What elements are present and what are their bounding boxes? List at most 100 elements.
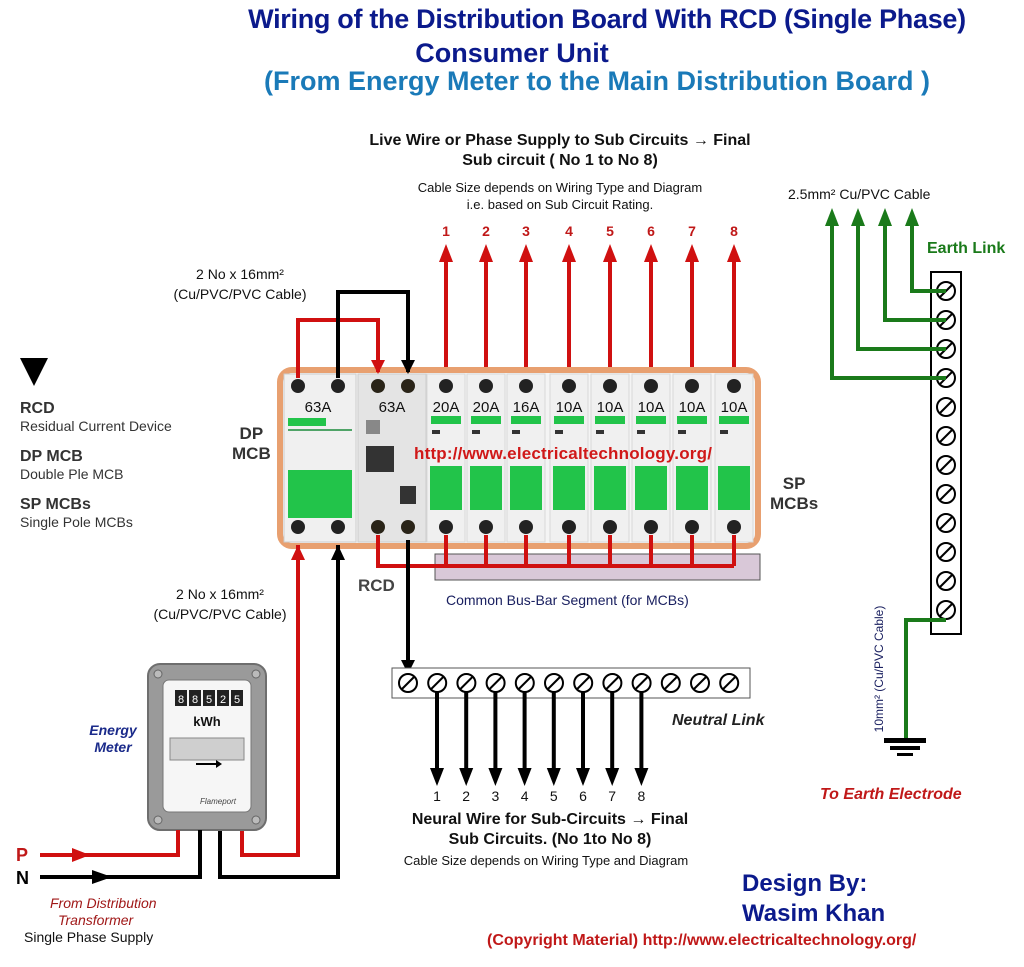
- arrow-down-icon: [401, 660, 415, 674]
- cable-bottom-line-1: 2 No x 16mm²: [176, 586, 264, 602]
- arrow-up-icon: [727, 244, 741, 262]
- arrow-up-icon: [331, 545, 345, 560]
- meter-to-dp-neutral-wire: [218, 545, 340, 879]
- arrow-up-icon: [291, 545, 305, 560]
- supply-from-2: Transformer: [58, 912, 134, 928]
- arrow-up-icon: [825, 208, 839, 226]
- legend: RCD Residual Current Device DP MCB Doubl…: [20, 400, 172, 530]
- rcd-test-button: [400, 486, 416, 504]
- earth-wire: [830, 222, 946, 380]
- supply-live-wire: [40, 830, 180, 857]
- arrow-down-icon: [20, 358, 48, 386]
- circuit-number: 6: [647, 223, 655, 239]
- meter-unit: kWh: [193, 714, 221, 729]
- circuit-number: 5: [606, 223, 614, 239]
- circuit-number: 8: [730, 223, 738, 239]
- sp-mcb-toggle: [553, 466, 585, 510]
- arrow-down-icon: [371, 360, 385, 374]
- sp-mcb-toggle: [470, 466, 502, 510]
- legend-spmcb-desc: Single Pole MCBs: [20, 514, 133, 530]
- supply-n-label: N: [16, 868, 29, 888]
- terminal-screw-icon: [331, 379, 345, 393]
- rcd-rating: 63A: [379, 399, 406, 416]
- terminal-screw-icon: [371, 520, 385, 534]
- legend-rcd-desc: Residual Current Device: [20, 418, 172, 434]
- sp-mcbs-label: SP MCBs: [770, 474, 819, 513]
- earth-wire: [910, 222, 946, 293]
- terminal-screw-icon: [401, 520, 415, 534]
- meter-digit-box: [203, 690, 215, 706]
- neutral-number: 2: [462, 788, 470, 804]
- neutral-number: 3: [492, 788, 500, 804]
- neutral-number: 1: [433, 788, 441, 804]
- neutral-number: 6: [579, 788, 587, 804]
- sp-mcb-rating: 10A: [721, 399, 748, 416]
- live-note-2: i.e. based on Sub Circuit Rating.: [466, 197, 654, 212]
- meter-digit-box: [217, 690, 229, 706]
- author-name: Wasim Khan: [742, 900, 886, 927]
- legend-spmcb-abbr: SP MCBs: [20, 496, 91, 513]
- dp-mcb-rating: 63A: [305, 399, 332, 416]
- terminal-screw-icon: [727, 520, 741, 534]
- terminal-screw-icon: [479, 379, 493, 393]
- terminal-screw-icon: [685, 520, 699, 534]
- sp-mcb: [590, 373, 630, 543]
- terminal-screw-icon: [439, 379, 453, 393]
- earth-link-label: Earth Link: [927, 240, 1006, 257]
- rcd-label: RCD: [358, 576, 395, 595]
- sp-mcb: [549, 373, 589, 543]
- terminal-screw-icon: [371, 379, 385, 393]
- terminal-screw-icon: [331, 520, 345, 534]
- neutral-number: 7: [608, 788, 616, 804]
- arrow-up-icon: [878, 208, 892, 226]
- title-line-2: Consumer Unit: [415, 38, 609, 68]
- terminal-screw-icon: [562, 520, 576, 534]
- earth-cable-vertical-label: 10mm² (Cu/PVC Cable): [872, 605, 886, 733]
- live-header-line-1: Live Wire or Phase Supply to Sub Circuit…: [369, 132, 751, 149]
- terminal-screw-icon: [685, 379, 699, 393]
- arrow-down-icon: [517, 768, 532, 786]
- cable-bottom-line-2: (Cu/PVC/PVC Cable): [153, 606, 287, 622]
- arrow-up-icon: [562, 244, 576, 262]
- sp-mcb-toggle: [430, 466, 462, 510]
- earth-wire: [883, 222, 946, 322]
- sp-mcb-toggle: [676, 466, 708, 510]
- terminal-screw-icon: [479, 520, 493, 534]
- copyright-link[interactable]: (Copyright Material) http://www.electric…: [487, 932, 917, 949]
- sp-mcb-rating: 10A: [556, 399, 583, 416]
- meter-digit-box: [175, 690, 187, 706]
- terminal-screw-icon: [519, 520, 533, 534]
- circuit-number: 2: [482, 223, 490, 239]
- neutral-number: 4: [521, 788, 529, 804]
- terminal-screw-icon: [401, 379, 415, 393]
- supply-phase: Single Phase Supply: [24, 929, 154, 945]
- terminal-screw-icon: [562, 379, 576, 393]
- supply-p-label: P: [16, 845, 29, 865]
- arrow-down-icon: [546, 768, 561, 786]
- meter-digit: 8: [192, 694, 198, 706]
- sp-mcb-rating: 20A: [433, 399, 460, 416]
- terminal-screw-icon: [291, 520, 305, 534]
- sp-mcb-rating: 10A: [679, 399, 706, 416]
- arrow-up-icon: [519, 244, 533, 262]
- meter-label-1: Energy: [89, 722, 137, 738]
- terminal-screw-icon: [603, 520, 617, 534]
- circuit-number: 1: [442, 223, 450, 239]
- live-header-line-2: Sub circuit ( No 1 to No 8): [462, 152, 658, 169]
- neutral-link-label: Neutral Link: [672, 712, 765, 729]
- terminal-screw-icon: [519, 379, 533, 393]
- sp-mcb: [426, 373, 466, 543]
- legend-dpmcb-desc: Double Ple MCB: [20, 466, 124, 482]
- design-by-label: Design By:: [742, 870, 868, 897]
- arrow-down-icon: [401, 360, 415, 374]
- supply-from-1: From Distribution: [50, 895, 157, 911]
- sp-mcb-toggle: [718, 466, 750, 510]
- dp-mcb-label: DP MCB: [232, 424, 271, 463]
- meter-digit-box: [231, 690, 243, 706]
- sp-mcb: [672, 373, 712, 543]
- sp-mcb-toggle: [635, 466, 667, 510]
- terminal-screw-icon: [644, 379, 658, 393]
- meter-digit: 8: [178, 694, 184, 706]
